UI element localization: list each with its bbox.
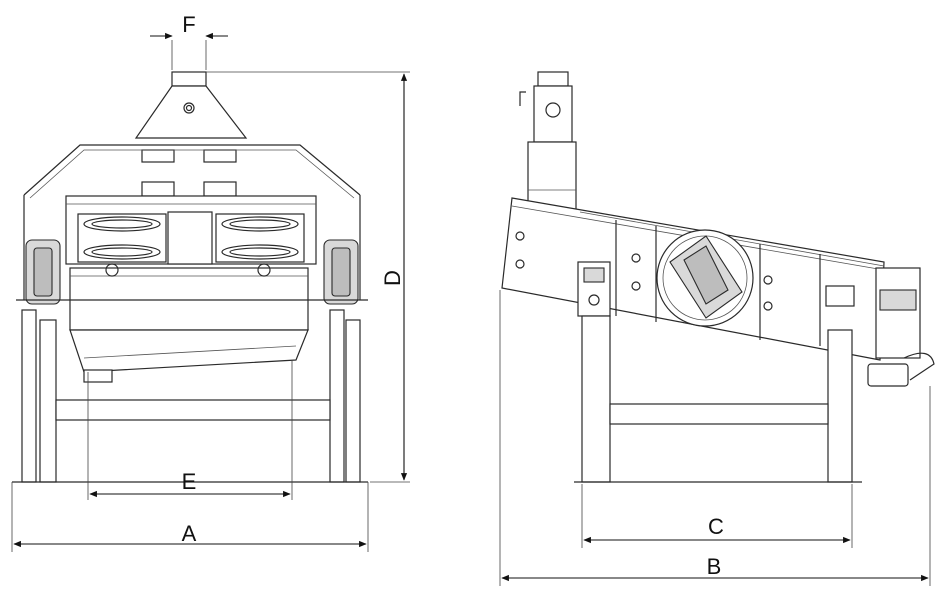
dimension-E: E [87, 360, 293, 500]
front-vibration-motors [25, 239, 359, 305]
side-support-legs [574, 315, 862, 483]
side-outlet-box [825, 267, 935, 387]
front-discharge-trough [69, 263, 309, 383]
front-hood [23, 144, 361, 300]
side-vibrator-motor [656, 229, 754, 327]
side-view [501, 71, 935, 483]
dimension-label-f: F [182, 12, 195, 37]
front-support-stand [12, 299, 368, 483]
side-mount-bracket [577, 261, 611, 317]
dimension-B: B [499, 290, 931, 586]
dimension-D: D [206, 71, 410, 483]
dimension-label-a: A [182, 521, 197, 546]
dimension-label-e: E [182, 469, 197, 494]
dimension-label-c: C [708, 514, 724, 539]
front-inlet-spout [134, 71, 248, 163]
dimension-label-d: D [380, 270, 405, 286]
front-view [12, 71, 368, 483]
dimension-F: F [150, 12, 228, 70]
dimension-A: A [11, 482, 369, 552]
dimension-C: C [581, 484, 853, 548]
dimension-label-b: B [707, 554, 722, 579]
front-screen-box [65, 195, 317, 265]
